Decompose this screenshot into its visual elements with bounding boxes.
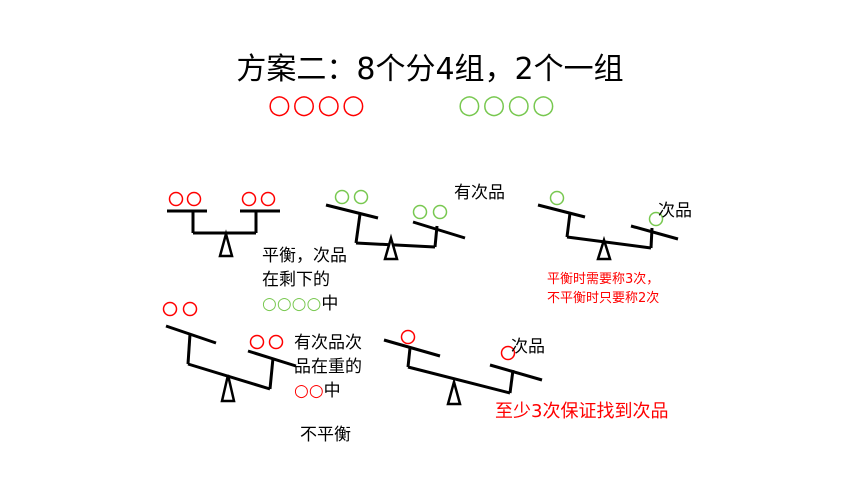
scale-tilted-single (537, 203, 679, 261)
page-title: 方案二：8个分4组，2个一组 (236, 52, 624, 87)
scale-balanced (167, 209, 280, 258)
balanced-suffix: 中 (321, 294, 339, 314)
balls-scale-2 (334, 189, 448, 220)
red-ball-group: ○○○○ (268, 90, 367, 120)
pair-suffix: 中 (323, 381, 341, 401)
scale-tilted-red (165, 324, 297, 403)
scale-tilted-green (325, 203, 466, 261)
label-has-defect-2: 有次品次 品在重的 ○○中 (294, 331, 362, 403)
conclusion: 至少3次保证找到次品 (495, 401, 669, 422)
label-balanced: 平衡，次品 在剩下的 ○○○○中 (262, 244, 347, 316)
balanced-line-1: 平衡，次品 (262, 246, 347, 266)
rule-note-line-1: 平衡时需要称3次， (547, 272, 660, 287)
has-defect-line-2: 品在重的 (294, 357, 362, 377)
balanced-line-2: 在剩下的 (262, 270, 330, 290)
scale-tilted-red-single (383, 338, 543, 406)
balls-scale-1 (168, 191, 276, 207)
balanced-line-3: ○○○○中 (262, 292, 347, 316)
rule-note-line-2: 不平衡时只要称2次 (547, 291, 660, 306)
label-unbalanced: 不平衡 (300, 425, 351, 445)
balls-scale-3 (549, 190, 664, 227)
label-defect-2: 次品 (511, 337, 545, 357)
balls-scale-4 (162, 301, 284, 350)
heavy-red-pair: ○○ (294, 381, 324, 401)
remaining-green-balls: ○○○○ (262, 294, 322, 314)
green-ball-group: ○○○○ (458, 90, 557, 120)
label-defect-1: 次品 (658, 201, 692, 221)
balls-scale-5 (400, 329, 516, 361)
has-defect-line-3: ○○中 (294, 379, 362, 403)
has-defect-line-1: 有次品次 (294, 333, 362, 353)
rule-note: 平衡时需要称3次， 不平衡时只要称2次 (547, 270, 659, 308)
label-has-defect-1: 有次品 (454, 183, 505, 203)
